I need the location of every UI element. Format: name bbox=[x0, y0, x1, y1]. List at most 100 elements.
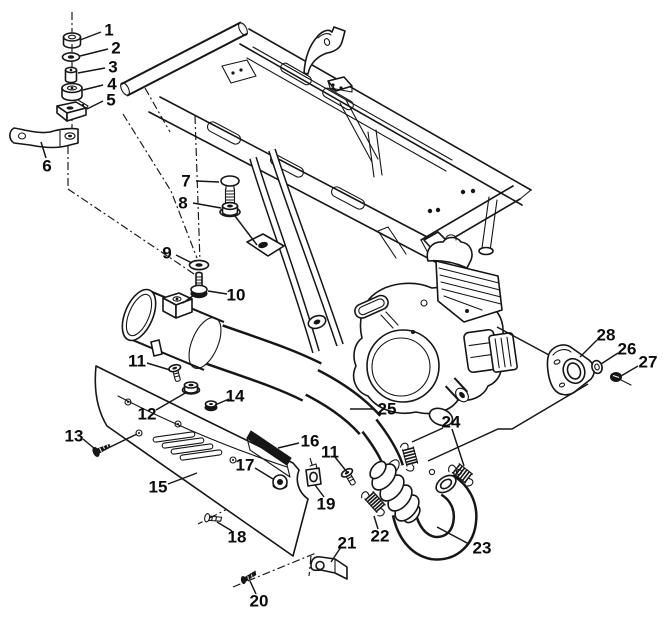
callout-28: 28 bbox=[597, 326, 616, 345]
hardware bbox=[9, 32, 632, 585]
nut-17 bbox=[272, 474, 288, 490]
leader-line-27 bbox=[620, 365, 639, 377]
callout-15: 15 bbox=[149, 478, 168, 497]
bolt-10 bbox=[190, 271, 208, 299]
leader-line-8 bbox=[192, 202, 222, 209]
callout-11: 11 bbox=[128, 352, 146, 371]
nut-1 bbox=[62, 32, 82, 49]
spring-24b bbox=[448, 463, 474, 487]
leader-line-12 bbox=[155, 391, 188, 411]
callout-11: 11 bbox=[321, 443, 339, 462]
callout-10: 10 bbox=[227, 286, 246, 305]
leader-line-18 bbox=[216, 521, 233, 532]
cylinder-fins bbox=[435, 260, 503, 323]
leader-line-4 bbox=[82, 84, 104, 91]
bracket-21 bbox=[310, 556, 348, 580]
leader-line-21 bbox=[330, 546, 342, 563]
spacer-3 bbox=[64, 66, 78, 84]
callout-7: 7 bbox=[181, 172, 190, 191]
callout-22: 22 bbox=[371, 527, 390, 546]
leader-line-20 bbox=[249, 580, 257, 595]
callout-25: 25 bbox=[378, 400, 397, 419]
leader-line-5 bbox=[86, 100, 104, 110]
clip-nut-19 bbox=[305, 463, 322, 487]
callout-19: 19 bbox=[317, 495, 336, 514]
leader-line-15 bbox=[167, 472, 198, 485]
washer-2 bbox=[61, 51, 81, 62]
leader-line-24 bbox=[451, 428, 465, 467]
callout-17: 17 bbox=[236, 456, 255, 475]
screw-18 bbox=[204, 513, 223, 523]
leader-line-14 bbox=[214, 398, 230, 406]
tube-end bbox=[120, 82, 130, 96]
callout-1: 1 bbox=[104, 21, 113, 40]
callout-26: 26 bbox=[618, 340, 637, 359]
callout-12: 12 bbox=[138, 405, 157, 424]
header-pipe-assembly bbox=[369, 460, 478, 561]
muffler-mount-block bbox=[162, 292, 193, 319]
leader-line-24 bbox=[411, 427, 444, 443]
callout-8: 8 bbox=[178, 194, 187, 213]
leader-line-6 bbox=[40, 141, 47, 159]
bolt-11b bbox=[340, 467, 356, 486]
grommet-4 bbox=[61, 82, 83, 102]
callout-13: 13 bbox=[65, 427, 84, 446]
callout-3: 3 bbox=[108, 58, 117, 77]
callout-20: 20 bbox=[250, 592, 269, 611]
callout-16: 16 bbox=[301, 432, 320, 451]
flange-nut-8 bbox=[219, 201, 241, 218]
leader-line-22 bbox=[373, 515, 379, 530]
clamp-5 bbox=[56, 99, 89, 122]
flange-nut-12 bbox=[181, 381, 201, 395]
callout-2: 2 bbox=[111, 39, 120, 58]
callout-23: 23 bbox=[473, 539, 492, 558]
shield-hole-marks bbox=[124, 398, 237, 464]
engine bbox=[352, 226, 518, 427]
recoil-handle bbox=[354, 294, 389, 319]
callout-5: 5 bbox=[106, 91, 115, 110]
louver bbox=[152, 431, 196, 443]
washer-26 bbox=[591, 359, 603, 375]
leader-line-7 bbox=[195, 180, 220, 183]
leader-line-19 bbox=[314, 484, 325, 498]
callout-18: 18 bbox=[228, 528, 247, 547]
nut-14 bbox=[204, 400, 218, 412]
flange-28 bbox=[546, 344, 595, 396]
callout-9: 9 bbox=[162, 244, 171, 263]
screw-20 bbox=[240, 570, 257, 585]
leader-line-2 bbox=[79, 48, 109, 57]
leader-line-10 bbox=[207, 290, 228, 295]
bolt-11a bbox=[168, 363, 182, 382]
callout-24: 24 bbox=[442, 413, 461, 432]
leader-line-9 bbox=[175, 254, 193, 264]
leader-line-3 bbox=[77, 67, 106, 74]
bolt-7 bbox=[220, 175, 240, 206]
reference-lines bbox=[103, 215, 589, 462]
spring-24a bbox=[399, 442, 419, 472]
frame-upright-bracket bbox=[303, 26, 346, 75]
muffler-end-cap bbox=[121, 288, 157, 342]
leader-line-1 bbox=[79, 31, 102, 41]
leader-line-23 bbox=[436, 526, 470, 545]
nut-27 bbox=[610, 372, 632, 386]
callout-21: 21 bbox=[338, 534, 357, 553]
leader-line-13 bbox=[82, 438, 96, 450]
leader-line-26 bbox=[600, 352, 619, 365]
leader-line-28 bbox=[579, 339, 598, 358]
callout-14: 14 bbox=[226, 387, 245, 406]
callout-4: 4 bbox=[107, 75, 117, 94]
heat-shield bbox=[94, 365, 309, 557]
exhaust-coupling-rings bbox=[369, 460, 421, 524]
flywheel-cover bbox=[366, 329, 440, 403]
leader-line-16 bbox=[277, 442, 300, 449]
bracket-6 bbox=[9, 127, 79, 149]
leader-line-11 bbox=[334, 456, 348, 473]
spring-22 bbox=[361, 491, 386, 517]
leader-line-11 bbox=[146, 362, 171, 371]
leader-line-17 bbox=[254, 467, 274, 480]
callout-27: 27 bbox=[639, 353, 658, 372]
washer-9 bbox=[188, 259, 210, 271]
